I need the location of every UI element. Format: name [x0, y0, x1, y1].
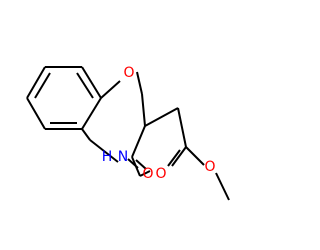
amide-hydrogen-label: H: [102, 149, 113, 165]
aromatic-inner-bond: [34, 72, 51, 99]
ester-carbonyl-oxygen-label: O: [155, 166, 166, 182]
bond: [81, 97, 102, 130]
bond: [26, 66, 46, 99]
bond: [177, 107, 187, 148]
bond: [141, 93, 146, 127]
amide-carbonyl: [127, 156, 151, 177]
bond: [167, 149, 181, 167]
acetate-side-chain: [144, 107, 230, 201]
bond: [144, 107, 179, 127]
carbonyl-oxygen-label: O: [142, 166, 153, 182]
bond: [127, 158, 139, 169]
bond: [135, 159, 147, 170]
benzene-ring: [26, 66, 102, 130]
bond: [215, 172, 230, 201]
bond: [89, 139, 119, 163]
seven-membered-ring: [81, 71, 146, 163]
bond: [171, 146, 187, 167]
bond: [26, 97, 46, 130]
chemical-structure-diagram: O N H O O O: [26, 65, 230, 201]
bond: [136, 71, 143, 95]
structure-canvas: O N H O O O: [26, 65, 230, 201]
bond: [131, 125, 146, 158]
bond: [139, 170, 151, 177]
bond: [185, 146, 205, 166]
ester-oxygen-label: O: [204, 159, 215, 175]
bond: [81, 66, 102, 99]
amide-nitrogen-label: N: [118, 149, 128, 165]
bond: [100, 80, 121, 99]
aromatic-inner-bond: [76, 72, 94, 99]
bond: [81, 128, 91, 141]
ring-oxygen-label: O: [123, 65, 134, 81]
